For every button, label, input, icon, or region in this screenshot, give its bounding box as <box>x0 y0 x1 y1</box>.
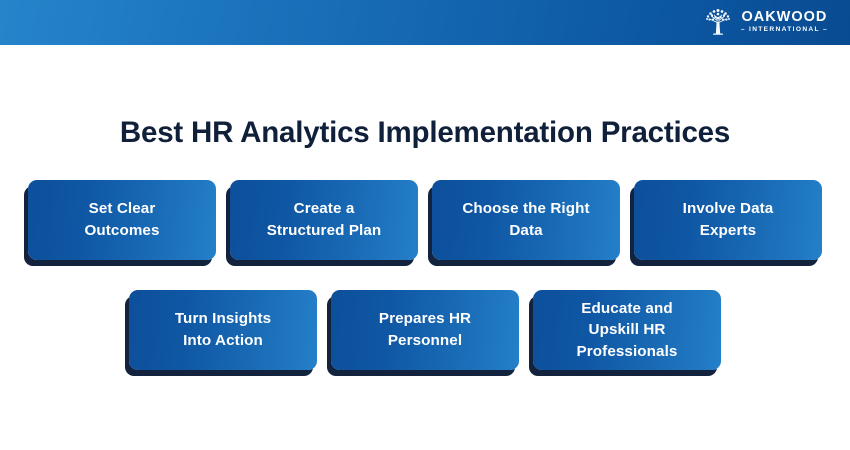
brand-name: OAKWOOD <box>741 8 828 25</box>
card-label: Prepares HR Personnel <box>378 309 472 349</box>
page-title: Best HR Analytics Implementation Practic… <box>119 115 731 149</box>
card-label: Turn Insights Into Action <box>174 309 272 349</box>
card-involve-data-experts[interactable]: Involve Data Experts <box>634 180 822 260</box>
card-label: Involve Data Experts <box>682 199 774 239</box>
card-choose-the-right-data[interactable]: Choose the Right Data <box>432 180 620 260</box>
card-label: Educate and Upskill HR Professionals <box>576 299 678 360</box>
card-turn-insights-into-action[interactable]: Turn Insights Into Action <box>129 290 317 370</box>
card-label: Create a Structured Plan <box>266 199 382 239</box>
card-create-a-structured-plan[interactable]: Create a Structured Plan <box>230 180 418 260</box>
card-label: Set Clear Outcomes <box>84 199 160 239</box>
brand-logo[interactable]: OAKWOOD – INTERNATIONAL – <box>702 5 828 39</box>
card-label: Choose the Right Data <box>462 199 590 239</box>
brand-text: OAKWOOD – INTERNATIONAL – <box>741 10 828 34</box>
card-row-2: Turn Insights Into Action Prepares HR Pe… <box>0 290 850 370</box>
card-row-1: Set Clear Outcomes Create a Structured P… <box>0 180 850 260</box>
card-prepares-hr-personnel[interactable]: Prepares HR Personnel <box>331 290 519 370</box>
card-educate-and-upskill-hr-professionals[interactable]: Educate and Upskill HR Professionals <box>533 290 721 370</box>
oak-tree-icon <box>705 9 730 35</box>
brand-subtitle: – INTERNATIONAL – <box>740 26 828 34</box>
header-bar: OAKWOOD – INTERNATIONAL – <box>0 0 850 45</box>
card-grid: Set Clear Outcomes Create a Structured P… <box>0 180 850 370</box>
card-set-clear-outcomes[interactable]: Set Clear Outcomes <box>28 180 216 260</box>
